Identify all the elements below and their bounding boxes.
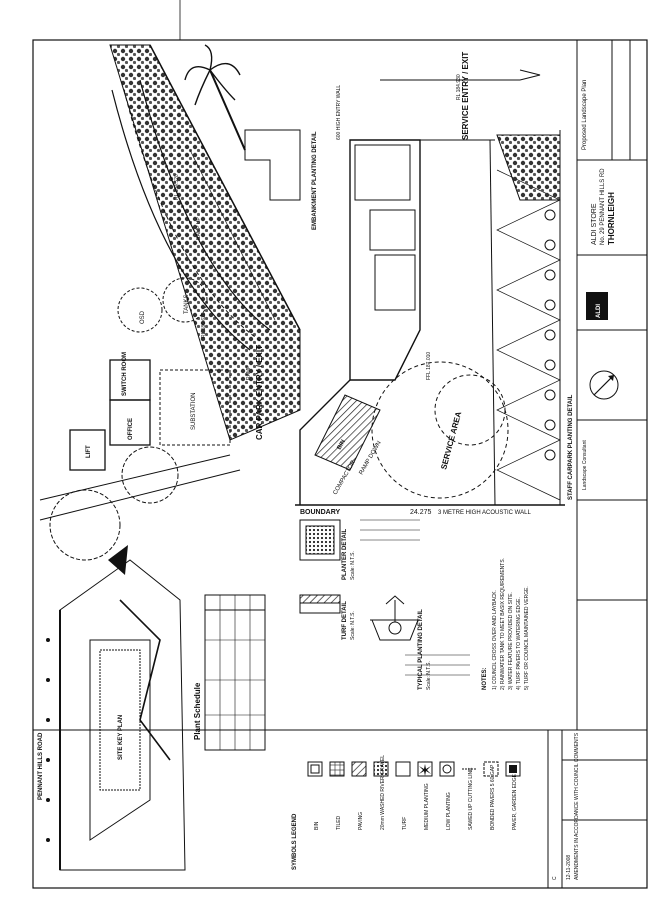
road-label: PENNANT HILLS ROAD [38, 732, 44, 800]
svg-text:BIN: BIN [337, 439, 347, 451]
svg-text:600 HIGH ENTRY WALL: 600 HIGH ENTRY WALL [336, 85, 342, 140]
bin-enclosure [314, 394, 381, 471]
site-key-plan: PENNANT HILLS ROAD SITE KEY PLAN [38, 545, 186, 871]
project-address: No. 29 PENNANT HILLS RD [600, 168, 606, 245]
shrub-bed [496, 134, 561, 201]
svg-text:OFFICE: OFFICE [128, 418, 134, 440]
svg-text:20mm WASHED RIVER GRAVEL: 20mm WASHED RIVER GRAVEL [380, 755, 386, 830]
notes: NOTES: 1) COUNCIL CROSS OVER AND LAYBACK… [482, 558, 530, 690]
note-4: 4) TURF PAVERS TO WATERING EDGE. [516, 597, 522, 690]
revision-block: C 12-11-2008 AMENDMENTS IN ACCORDANCE WI… [33, 729, 647, 888]
svg-text:TURF DETAIL: TURF DETAIL [342, 601, 348, 640]
notes-title: NOTES: [482, 667, 488, 690]
svg-text:RL 186.620: RL 186.620 [201, 312, 207, 338]
plant-schedule: Plant Schedule [193, 594, 266, 751]
title-block: ALDI ALDI STORE No. 29 PENNANT HILLS RD … [576, 39, 648, 731]
note-2: 2) RAINWATER TANK TO MEET BASIX REQUIREM… [500, 558, 506, 690]
svg-text:RAMP: RAMP [246, 365, 252, 380]
revision-date: 12-11-2008 [566, 855, 572, 880]
svg-text:SUBSTATION: SUBSTATION [191, 393, 197, 430]
svg-text:RL 184.930: RL 184.930 [456, 74, 462, 100]
legend-item: TILED [329, 761, 345, 830]
svg-text:PLANTER DETAIL: PLANTER DETAIL [342, 528, 348, 580]
palm-tree-icon [184, 44, 246, 151]
store-outline [349, 139, 421, 381]
svg-text:TURF: TURF [402, 817, 408, 830]
boundary-label: BOUNDARY [300, 509, 341, 516]
revision-letter: C [552, 876, 558, 880]
svg-text:PAVING: PAVING [358, 812, 364, 830]
legend-item: BIN [307, 761, 323, 830]
plant-schedule-title: Plant Schedule [193, 682, 202, 740]
revision-description: AMENDMENTS IN ACCORDANCE WITH COUNCIL CO… [574, 732, 580, 880]
svg-text:PAVER, GARDEN EDGE: PAVER, GARDEN EDGE [512, 773, 518, 830]
svg-text:RL 184.520: RL 184.520 [174, 174, 180, 200]
north-arrow-icon [589, 370, 619, 400]
turf-detail: TURF DETAIL Scale: N.T.S. [299, 594, 356, 640]
svg-text:FFL 187.010: FFL 187.010 [426, 352, 432, 380]
service-entry-label: SERVICE ENTRY / EXIT [461, 52, 470, 140]
staff-carpark-title: STAFF CARPARK PLANTING DETAIL [568, 394, 574, 500]
office [109, 399, 151, 446]
service-area-label: SERVICE AREA [439, 410, 463, 470]
legend-item: PAVER, GARDEN EDGE [505, 761, 521, 830]
typical-planting-detail: TYPICAL PLANTING DETAIL Scale: N.T.S. [370, 595, 470, 690]
legend-item: LOW PLANTING [439, 761, 455, 830]
svg-text:BONDED PAVERS 5 60 GAP: BONDED PAVERS 5 60 GAP [490, 764, 496, 830]
car-park-label: CAR PARK ENTRY / EXIT [255, 345, 264, 440]
note-3: 3) WATER FEATURE PROVIDED ON SITE. [508, 592, 514, 690]
legend-item: 20mm WASHED RIVER GRAVEL [373, 755, 389, 830]
switch-room [109, 359, 151, 401]
svg-text:BIN: BIN [314, 821, 320, 830]
tree-canopy [121, 446, 179, 504]
note-1: 1) COUNCIL CROSS OVER AND LAYBACK. [492, 590, 498, 690]
svg-text:24.275: 24.275 [410, 509, 432, 516]
svg-text:LIFT: LIFT [86, 445, 92, 458]
svg-text:SWITCH ROOM: SWITCH ROOM [122, 352, 128, 396]
svg-text:TYPICAL PLANTING DETAIL: TYPICAL PLANTING DETAIL [418, 609, 424, 690]
tree-canopy [49, 489, 121, 561]
legend-title: SYMBOLS LEGEND [292, 813, 298, 870]
svg-text:MEDIUM PLANTING: MEDIUM PLANTING [424, 783, 430, 830]
consultant-label: Landscape Consultant [582, 440, 588, 490]
svg-text:Scale: N.T.S.: Scale: N.T.S. [426, 661, 432, 690]
planter-detail: PLANTER DETAIL Scale: N.T.S. [299, 519, 420, 580]
note-5: 5) TURF OR COUNCIL MAINTAINED VERGE. [524, 586, 530, 690]
svg-text:LOW PLANTING: LOW PLANTING [446, 792, 452, 830]
project-suburb: THORNLEIGH [607, 192, 616, 245]
key-plan-title: SITE KEY PLAN [118, 715, 124, 760]
legend-item: SAWED UP CUTTING LINE [462, 767, 476, 830]
svg-text:TILED: TILED [336, 815, 342, 830]
svg-text:Scale: N.T.S.: Scale: N.T.S. [350, 551, 356, 580]
symbols-legend: SYMBOLS LEGEND BIN TILED PAVING 20mm WAS… [292, 729, 548, 870]
logo-text: ALDI [596, 304, 602, 318]
site-plan: OSD TANKS RAMP UP RL 184.520 RL 186.620 … [39, 44, 574, 561]
legend-item: MEDIUM PLANTING [417, 761, 433, 830]
legend-item: PAVING [351, 761, 367, 830]
acoustic-wall-label: 3 METRE HIGH ACOUSTIC WALL [438, 510, 531, 516]
svg-text:TANKS: TANKS [184, 294, 190, 314]
aldi-logo [586, 292, 608, 320]
lift [69, 429, 106, 471]
embankment-title: EMBANKMENT PLANTING DETAIL [312, 131, 318, 230]
legend-item: BONDED PAVERS 5 60 GAP [483, 761, 499, 830]
svg-text:RAMP UP: RAMP UP [196, 217, 202, 240]
project-name: ALDI STORE [591, 203, 598, 245]
svg-text:SAWED UP CUTTING LINE: SAWED UP CUTTING LINE [468, 767, 474, 830]
drawing-title: Proposed Landscape Plan [582, 80, 588, 150]
legend-item: TURF [395, 761, 411, 830]
svg-text:Scale: N.T.S.: Scale: N.T.S. [350, 611, 356, 640]
svg-text:OSD: OSD [140, 310, 146, 324]
